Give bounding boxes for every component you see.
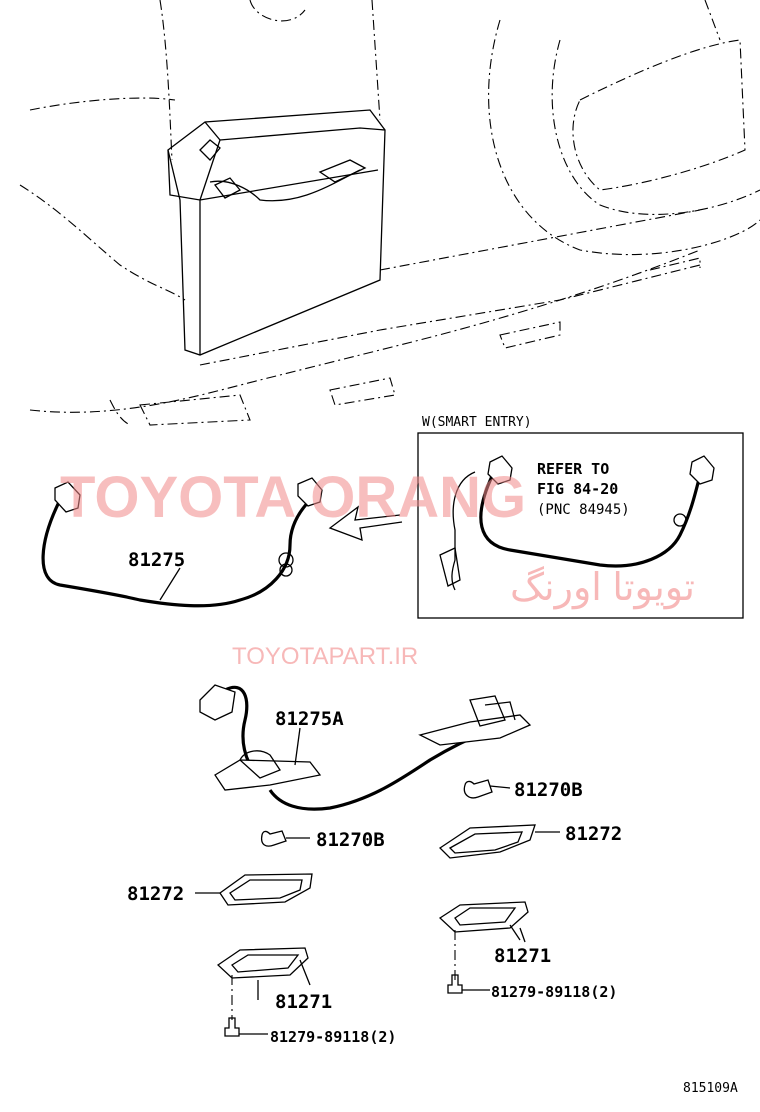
label-81275: 81275 [128, 549, 185, 571]
watermark-site: TOYOTAPART.IR [232, 643, 418, 670]
label-81272-right: 81272 [565, 823, 622, 845]
gasket-81272-left [195, 873, 313, 906]
label-81271-right: 81271 [494, 945, 551, 967]
watermark-toyota-orang: TOYOTA ORANG [60, 465, 526, 530]
label-81270b-right: 81270B [514, 779, 583, 801]
label-screw-left: 81279-89118(2) [270, 1028, 396, 1046]
label-81270b-left: 81270B [316, 829, 385, 851]
license-plate-housing [167, 109, 386, 356]
label-screw-right: 81279-89118(2) [491, 983, 617, 1001]
leader-lines [159, 567, 526, 1000]
screw-left [224, 1017, 268, 1037]
inset-refer-line3: (PNC 84945) [537, 502, 630, 518]
bulb-81270b-right [463, 779, 511, 799]
lens-81271-left [216, 947, 311, 1020]
inset-smart-entry [417, 432, 744, 619]
watermark-persian: تویوتا اورنگ [510, 566, 695, 610]
figure-code: 815109A [683, 1081, 738, 1096]
gasket-81272-right [438, 824, 560, 859]
wire-harness-81275 [41, 477, 323, 608]
wire-assy-81275a [199, 684, 532, 811]
inset-refer-line1: REFER TO [537, 460, 609, 478]
vehicle-body-outline [19, 0, 760, 426]
inset-refer-line2: FIG 84-20 [537, 480, 618, 498]
screw-right [447, 974, 490, 994]
lens-81271-right [438, 901, 529, 980]
label-81272-left: 81272 [127, 883, 184, 905]
inset-arrow [328, 505, 403, 542]
label-81275a: 81275A [275, 708, 344, 730]
bulb-81270b-left [260, 830, 310, 847]
inset-title: W(SMART ENTRY) [422, 415, 532, 430]
label-81271-left: 81271 [275, 991, 332, 1013]
